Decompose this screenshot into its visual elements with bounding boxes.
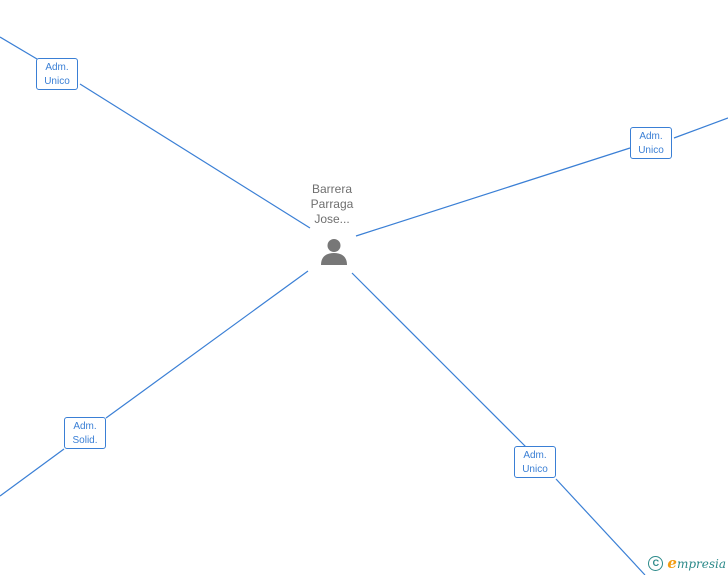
edge-bottom-left (105, 270, 309, 419)
center-person-name[interactable]: Barrera Parraga Jose... (296, 182, 368, 227)
empresia-watermark: C empresia (648, 553, 726, 573)
brand-initial: e (667, 554, 677, 572)
brand-logo: empresia (667, 554, 726, 572)
role-label-line1: Adm. (73, 421, 97, 432)
role-label-line2: Unico (44, 76, 70, 87)
edge-bottom-left-outer (0, 448, 65, 497)
edge-top-left (79, 83, 311, 229)
edge-top-right-outer (673, 117, 728, 139)
role-label-line1: Adm. (45, 62, 69, 73)
name-line-2: Parraga (310, 197, 354, 211)
person-icon[interactable] (318, 236, 350, 268)
edge-bottom-right (351, 272, 527, 448)
role-box-bottom-right[interactable]: Adm. Unico (514, 446, 556, 478)
role-label-line1: Adm. (523, 450, 547, 461)
edge-bottom-right-outer (555, 478, 646, 575)
role-box-top-right[interactable]: Adm. Unico (630, 127, 672, 159)
role-box-bottom-left[interactable]: Adm. Solid. (64, 417, 106, 449)
edge-top-right (355, 147, 631, 237)
role-label-line1: Adm. (639, 131, 663, 142)
brand-rest: mpresia (676, 557, 726, 571)
name-line-1: Barrera (311, 182, 352, 196)
name-line-3: Jose... (314, 212, 350, 226)
copyright-icon: C (648, 555, 664, 571)
role-label-line2: Unico (522, 464, 548, 475)
role-label-line2: Unico (638, 145, 664, 156)
role-label-line2: Solid. (72, 435, 98, 446)
role-box-top-left[interactable]: Adm. Unico (36, 58, 78, 90)
edge-top-left-outer (0, 36, 38, 60)
